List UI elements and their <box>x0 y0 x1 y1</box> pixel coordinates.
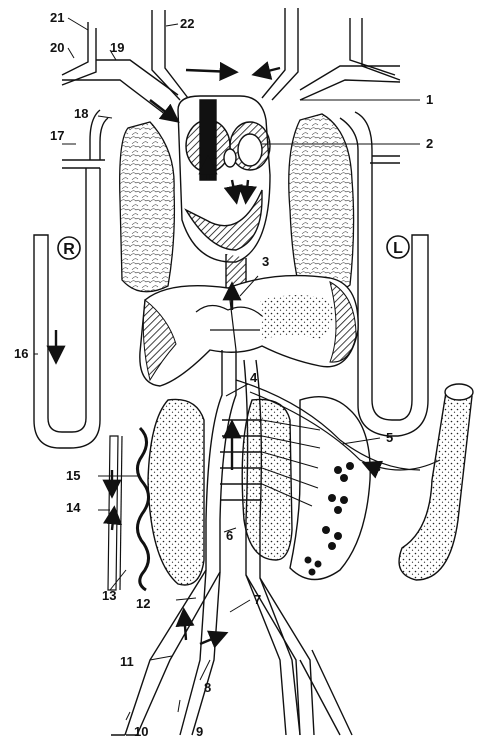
callout-10: 10 <box>134 724 148 739</box>
callout-9: 9 <box>196 724 203 739</box>
callout-18: 18 <box>74 106 88 121</box>
callout-13: 13 <box>102 588 116 603</box>
callout-5: 5 <box>386 430 393 445</box>
left-lung <box>289 114 354 294</box>
callout-7: 7 <box>254 592 261 607</box>
callout-11: 11 <box>120 654 134 669</box>
callout-1: 1 <box>426 92 433 107</box>
callout-22: 22 <box>180 16 194 31</box>
callout-20: 20 <box>50 40 64 55</box>
callout-8: 8 <box>204 680 211 695</box>
right-lung <box>120 122 175 292</box>
coiled-vessel <box>137 428 148 590</box>
kidney <box>148 399 204 585</box>
svg-text:L: L <box>393 240 403 257</box>
callout-4: 4 <box>250 370 258 385</box>
right-side-marker: R <box>58 237 80 259</box>
callout-14: 14 <box>66 500 81 515</box>
callout-6: 6 <box>226 528 233 543</box>
callout-16: 16 <box>14 346 28 361</box>
heart <box>178 96 270 300</box>
svg-text:R: R <box>63 241 75 258</box>
callout-21: 21 <box>50 10 64 25</box>
callout-19: 19 <box>110 40 124 55</box>
callout-15: 15 <box>66 468 80 483</box>
left-side-marker: L <box>387 236 409 258</box>
callout-17: 17 <box>50 128 64 143</box>
callout-12: 12 <box>136 596 150 611</box>
callout-3: 3 <box>262 254 269 269</box>
callout-2: 2 <box>426 136 433 151</box>
colon <box>399 387 472 580</box>
intestine <box>290 397 370 580</box>
